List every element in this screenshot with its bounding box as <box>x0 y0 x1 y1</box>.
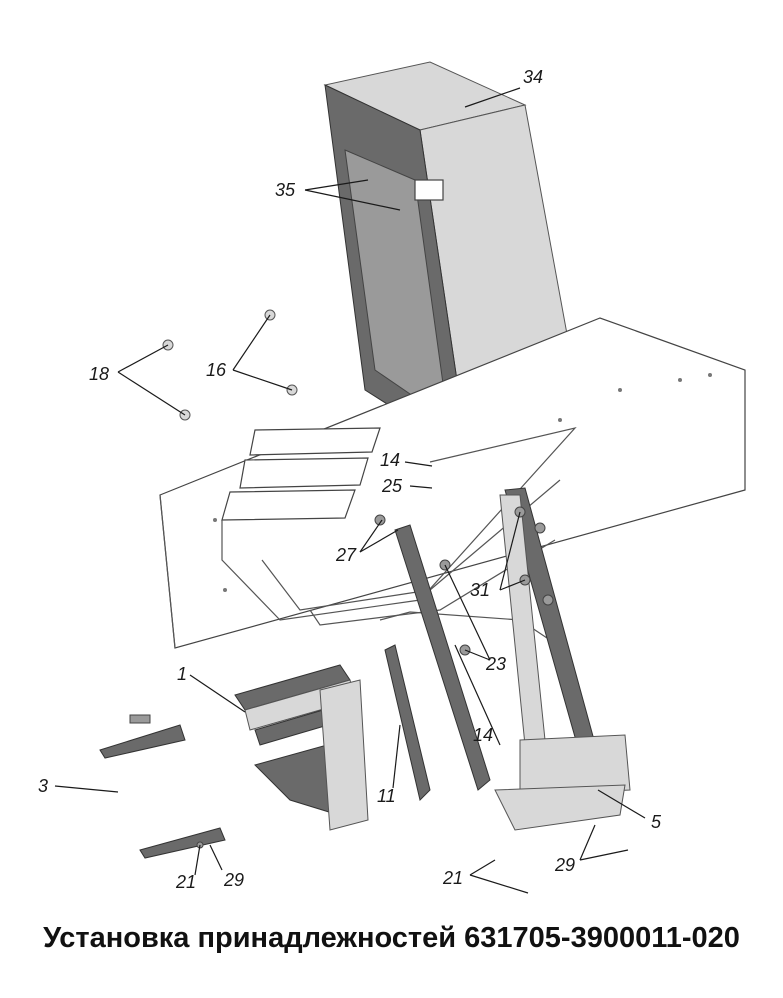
leader-lines <box>54 87 646 894</box>
callout-16: 16 <box>206 360 227 380</box>
small-bracket-top <box>99 714 186 759</box>
callout-21-left: 21 <box>175 872 196 892</box>
callout-27: 27 <box>335 545 357 565</box>
callout-3: 3 <box>38 776 48 796</box>
callout-11: 11 <box>377 786 396 806</box>
callout-29-left: 29 <box>223 870 244 890</box>
callout-14-lower: 14 <box>473 725 493 745</box>
ladder-step <box>234 664 369 831</box>
diagram-caption: Установка принадлежностей 631705-3900011… <box>43 922 740 954</box>
frame-rail <box>159 317 746 649</box>
callout-34: 34 <box>523 67 543 87</box>
small-bracket-bottom <box>139 827 226 859</box>
callout-31: 31 <box>470 580 490 600</box>
callout-25: 25 <box>381 476 403 496</box>
callout-18: 18 <box>89 364 109 384</box>
platform-plates <box>221 426 577 641</box>
bracket-assembly <box>394 487 631 831</box>
callout-5: 5 <box>651 812 662 832</box>
callout-labels: 34 35 18 16 14 25 27 31 23 1 14 3 11 5 2… <box>38 67 662 892</box>
callout-1: 1 <box>177 664 187 684</box>
callout-35: 35 <box>275 180 296 200</box>
callout-14-upper: 14 <box>380 450 400 470</box>
callout-29-right: 29 <box>554 855 575 875</box>
side-strip <box>384 644 431 801</box>
callout-23: 23 <box>485 654 506 674</box>
callout-21-right: 21 <box>442 868 463 888</box>
